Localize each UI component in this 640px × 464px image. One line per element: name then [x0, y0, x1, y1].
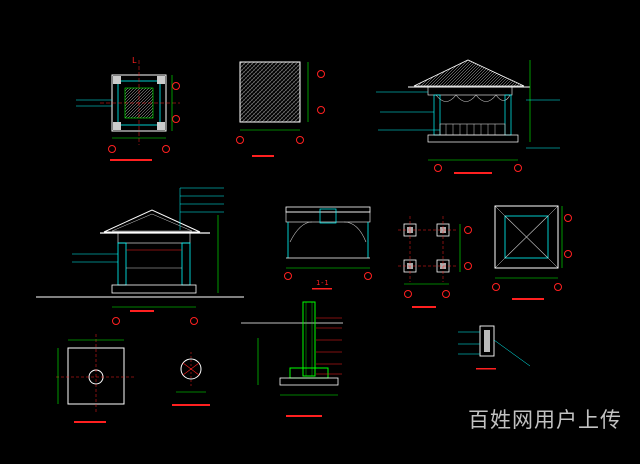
plan-view-top-left: L [76, 56, 180, 161]
watermark-text: 百姓网用户上传 [468, 408, 622, 432]
roof-plan-view [492, 205, 572, 300]
hatched-plan-view [236, 61, 325, 157]
center-elevation-detail: 1-1 [284, 206, 372, 290]
foundation-plan-view [56, 334, 136, 423]
section-mark-l: L [132, 56, 137, 65]
column-circle-section [172, 352, 210, 406]
column-grid-plan [398, 216, 472, 308]
front-elevation-top-right [376, 59, 560, 174]
foundation-section-view [241, 301, 343, 417]
joint-detail-view [458, 325, 531, 370]
section-1-1-view [36, 187, 244, 325]
section-tag-1-1: 1-1 [316, 279, 329, 287]
